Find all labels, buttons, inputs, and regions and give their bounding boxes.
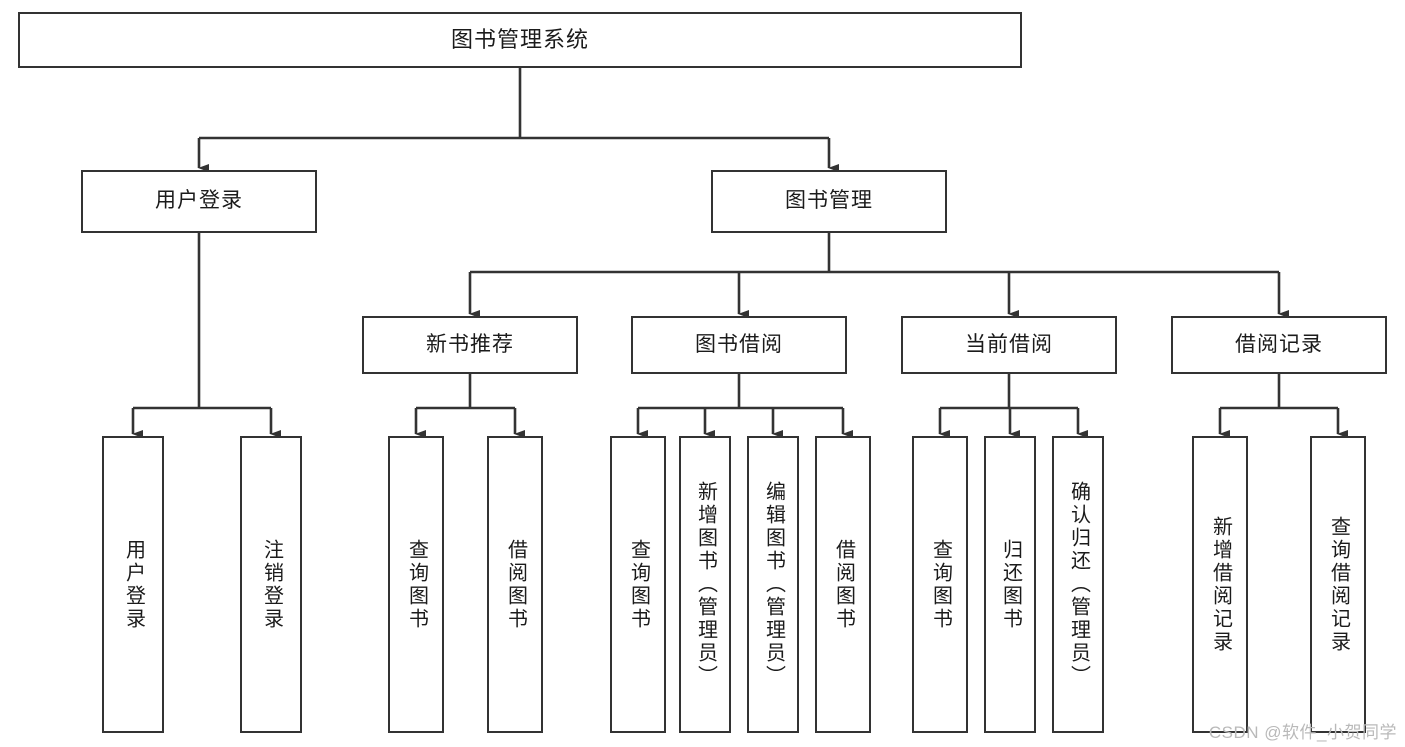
node-label: 借阅图书 <box>504 538 527 631</box>
node-leaf-query-book-2[interactable]: 查询图书 <box>610 436 666 733</box>
node-book-borrow[interactable]: 图书借阅 <box>631 316 847 374</box>
node-label: 归还图书 <box>999 538 1022 631</box>
node-label: 查询借阅记录 <box>1327 515 1350 654</box>
node-label: 图书管理系统 <box>450 27 589 53</box>
node-label: 图书借阅 <box>695 332 783 356</box>
node-leaf-edit-book[interactable]: 编辑图书（管理员） <box>747 436 799 733</box>
node-leaf-borrow-book-1[interactable]: 借阅图书 <box>487 436 543 733</box>
node-label: 新增借阅记录 <box>1209 515 1232 654</box>
node-label: 查询图书 <box>627 538 650 631</box>
node-label: 用户登录 <box>122 538 145 631</box>
node-leaf-add-record[interactable]: 新增借阅记录 <box>1192 436 1248 733</box>
node-label: 图书管理 <box>785 189 873 213</box>
node-label: 查询图书 <box>405 538 428 631</box>
node-leaf-query-record[interactable]: 查询借阅记录 <box>1310 436 1366 733</box>
node-label: 确认归还（管理员） <box>1067 481 1090 688</box>
node-new-book-rec[interactable]: 新书推荐 <box>362 316 578 374</box>
node-current-borrow[interactable]: 当前借阅 <box>901 316 1117 374</box>
node-book-manage[interactable]: 图书管理 <box>711 170 947 233</box>
node-label: 新书推荐 <box>426 332 514 356</box>
node-label: 查询图书 <box>929 538 952 631</box>
node-label: 当前借阅 <box>965 332 1053 356</box>
node-leaf-query-book-1[interactable]: 查询图书 <box>388 436 444 733</box>
watermark-label: CSDN @软件_小贺同学 <box>1208 723 1397 742</box>
node-label: 注销登录 <box>260 538 283 631</box>
node-label: 新增图书（管理员） <box>694 481 717 688</box>
node-leaf-user-logout[interactable]: 注销登录 <box>240 436 302 733</box>
node-root[interactable]: 图书管理系统 <box>18 12 1022 68</box>
node-label: 编辑图书（管理员） <box>762 481 785 688</box>
node-leaf-query-book-3[interactable]: 查询图书 <box>912 436 968 733</box>
node-borrow-record[interactable]: 借阅记录 <box>1171 316 1387 374</box>
node-label: 借阅图书 <box>832 538 855 631</box>
node-label: 用户登录 <box>155 189 243 213</box>
node-leaf-return-book[interactable]: 归还图书 <box>984 436 1036 733</box>
node-leaf-borrow-book-2[interactable]: 借阅图书 <box>815 436 871 733</box>
node-leaf-confirm-return[interactable]: 确认归还（管理员） <box>1052 436 1104 733</box>
node-user-login[interactable]: 用户登录 <box>81 170 317 233</box>
node-label: 借阅记录 <box>1235 332 1323 356</box>
node-leaf-add-book[interactable]: 新增图书（管理员） <box>679 436 731 733</box>
node-leaf-user-login[interactable]: 用户登录 <box>102 436 164 733</box>
